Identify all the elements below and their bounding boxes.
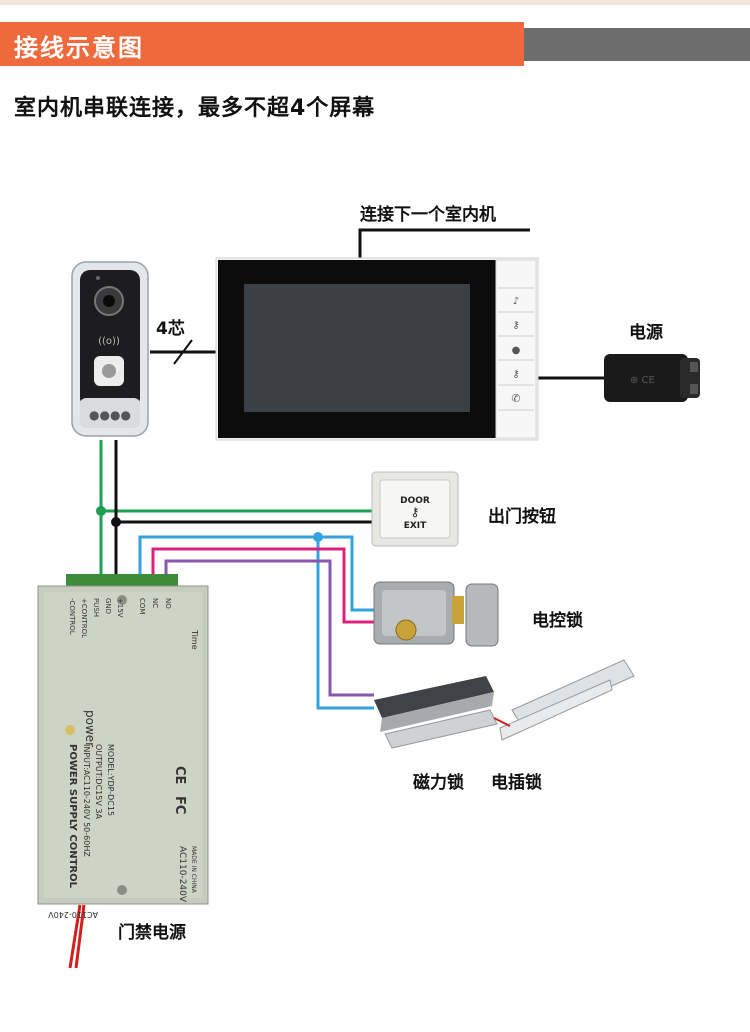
bolt-lock <box>493 659 635 741</box>
junction-green <box>96 506 106 516</box>
psu-voltage: AC110-240V <box>177 846 187 903</box>
terminal-label: PUSH <box>92 598 100 617</box>
psu-power-label: power <box>83 710 97 747</box>
psu-edge-voltage: AC110-240V <box>48 910 98 919</box>
terminal-label: GND <box>104 598 112 614</box>
top-decorative-strip <box>0 0 750 5</box>
title-bar <box>0 22 524 66</box>
label-magnetic-lock: 磁力锁 <box>413 773 464 793</box>
label-power: 电源 <box>629 323 663 343</box>
access-power-supply <box>37 574 209 905</box>
lock-cylinder-icon <box>395 619 417 641</box>
terminal-label: COM <box>138 598 146 614</box>
terminal-label: -CONTROL <box>68 598 76 635</box>
wire-purple-no <box>164 559 374 697</box>
screw-icon <box>117 885 127 895</box>
screw-icon <box>117 595 127 605</box>
terminal-label: +15V <box>116 598 124 618</box>
exit-button-device: DOOR ⚷ EXIT <box>371 471 459 547</box>
bell-icon: ♪ <box>513 296 519 307</box>
speaker-grille-icon: ●●●● <box>89 408 131 422</box>
wire-red-mains-2 <box>74 904 86 969</box>
junction-blue <box>313 532 323 542</box>
terminal-label: +CONTROL <box>80 598 88 638</box>
door-label: DOOR <box>400 496 430 506</box>
label-bolt-lock: 电插锁 <box>491 773 542 793</box>
user-icon: ● <box>512 345 521 356</box>
psu-model: MODEL:YDP-DC15 <box>106 744 115 816</box>
label-electric-lock: 电控锁 <box>532 611 583 631</box>
rfid-icon: ((o)) <box>98 336 120 347</box>
indoor-monitor: ♪ ⚷ ● ⚷ ✆ <box>215 257 539 441</box>
psu-output: OUTPUT:DC15V 3A <box>94 744 103 819</box>
phone-icon: ✆ <box>511 392 520 405</box>
wire-blue-magnetic <box>316 537 374 710</box>
magnetic-lock <box>374 676 498 749</box>
outdoor-camera-unit: ((o)) ●●●● <box>71 261 149 437</box>
junction-black <box>111 517 121 527</box>
key-symbol-icon: ⚷ <box>411 505 420 519</box>
wire-blue-com <box>138 535 374 612</box>
terminal-label: NO <box>164 598 172 609</box>
psu-printed-labels: Time power POWER SUPPLY CONTROL INPUT:AC… <box>48 629 199 919</box>
wires <box>68 228 605 969</box>
terminal-label: NC <box>151 598 159 608</box>
psu-made-in: MADE IN CHINA <box>190 846 197 894</box>
power-adapter: ⊕ CE <box>604 354 700 402</box>
label-next-indoor: 连接下一个室内机 <box>360 205 496 225</box>
page-subtitle: 室内机串联连接，最多不超4个屏幕 <box>14 96 376 121</box>
psu-input: INPUT:AC110-240V 50-60HZ <box>82 744 91 857</box>
wire-magenta-nc <box>151 547 374 624</box>
key-icon: ⚷ <box>512 369 519 380</box>
unlock-icon: ⚷ <box>512 320 519 331</box>
svg-text:⊕ CE: ⊕ CE <box>630 375 655 386</box>
page-title: 接线示意图 <box>14 34 144 62</box>
electric-control-lock <box>373 581 499 647</box>
psu-fc-mark: FC <box>172 796 187 814</box>
wire-next-indoor <box>358 228 530 258</box>
exit-label: EXIT <box>404 521 427 531</box>
wire-red-mains <box>68 904 82 969</box>
bell-button-icon <box>102 364 116 378</box>
wire-green-exit <box>99 440 374 513</box>
label-four-core: 4芯 <box>156 319 185 339</box>
psu-title: POWER SUPPLY CONTROL <box>67 744 78 889</box>
psu-brand: Time <box>190 629 199 650</box>
title-bar-extension <box>524 28 750 61</box>
power-led-icon <box>65 725 75 735</box>
label-access-power: 门禁电源 <box>118 923 186 943</box>
label-exit-button: 出门按钮 <box>488 507 556 527</box>
psu-ce-mark: CE <box>172 766 187 784</box>
wire-four-core-mark <box>173 339 193 365</box>
psu-terminal-labels: -CONTROL +CONTROL PUSH GND +15V COM NC N… <box>68 598 172 638</box>
